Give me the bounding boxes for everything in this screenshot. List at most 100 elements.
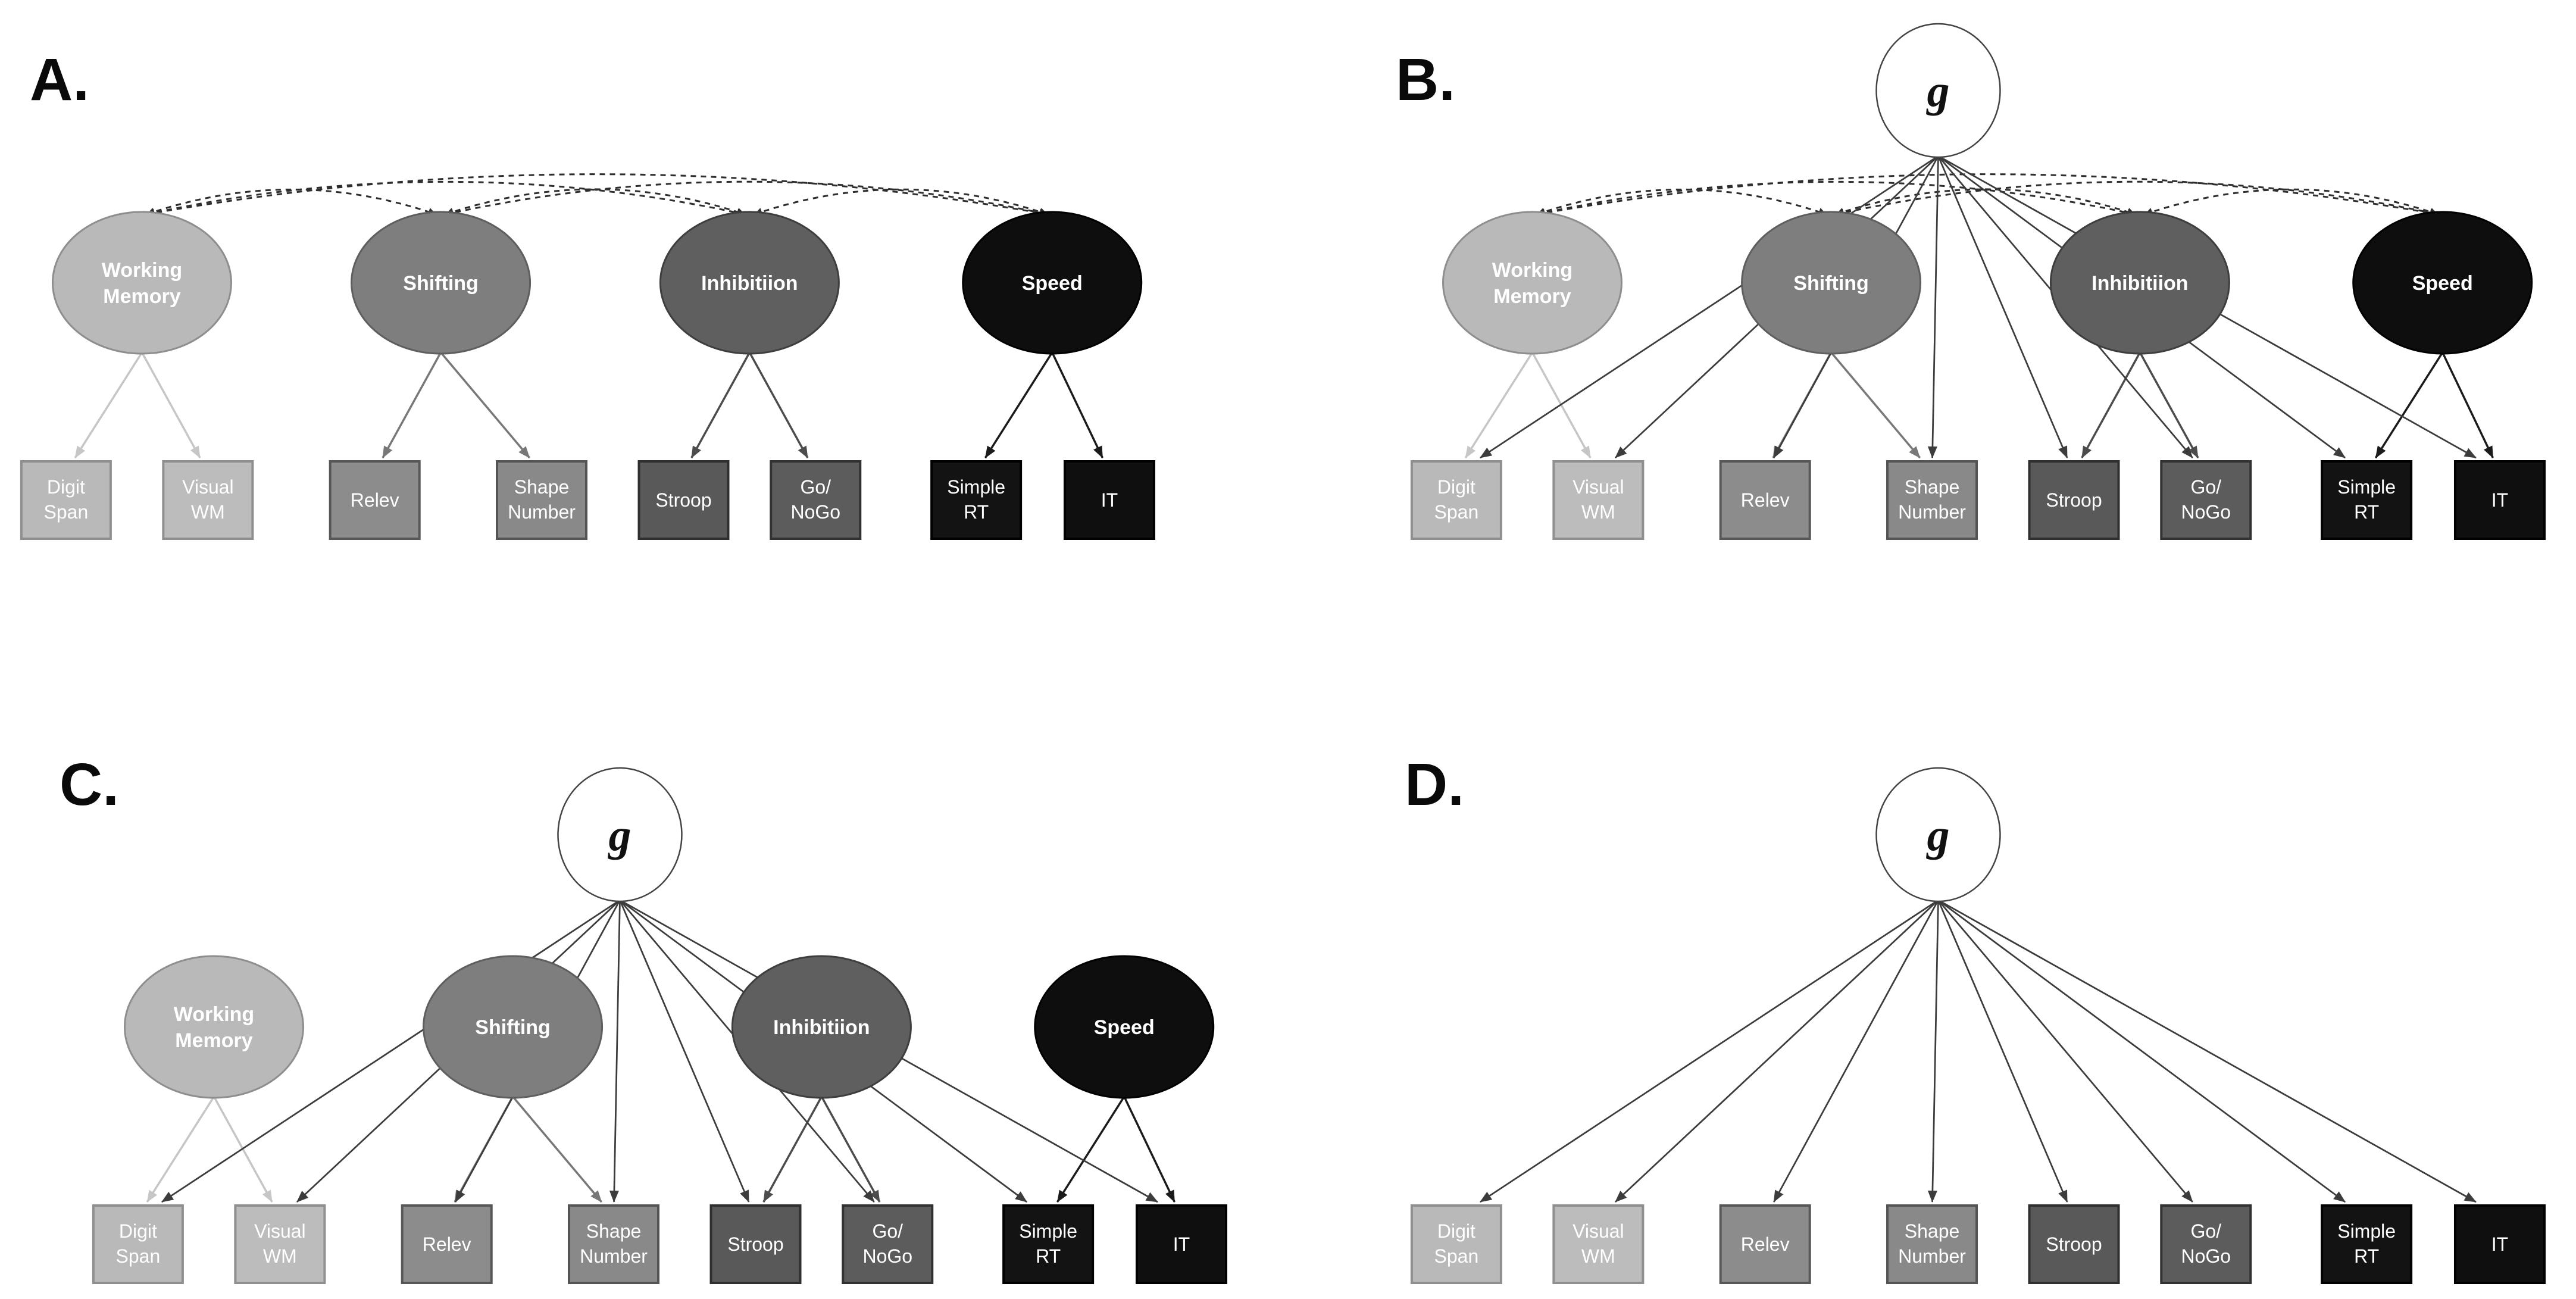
covariance-arc-working-memory-shifting [146, 188, 437, 216]
covariance-arc-working-memory-speed [146, 173, 1048, 217]
indicator-label-line: Simple [2337, 1220, 2396, 1242]
indicator-label-it: IT [1101, 489, 1118, 511]
indicator-label-line: Shape [586, 1220, 642, 1242]
panel-label-c: C. [60, 751, 119, 818]
g-path-to-relev [1773, 900, 1939, 1203]
indicator-label-line: Shape [1905, 1220, 1960, 1242]
indicator-label-stroop: Stroop [727, 1234, 783, 1255]
loading-working-memory-to-digit-span [74, 352, 143, 458]
loading-working-memory-to-digit-span [1464, 352, 1533, 458]
latent-factor-inhibitiion: Inhibitiion [731, 955, 912, 1099]
indicator-label-line: Relev [1741, 489, 1790, 511]
indicator-label-line: Shape [1905, 476, 1960, 498]
indicator-label-go-nogo: Go/NoGo [2181, 476, 2231, 523]
g-label: g [1925, 66, 1949, 116]
indicator-box-visual-wm [162, 460, 254, 540]
indicator-label-line: Span [1434, 501, 1479, 523]
indicator-label-line: Digit [119, 1220, 157, 1242]
indicator-label-line: Number [1898, 501, 1966, 523]
indicator-label-it: IT [2491, 1234, 2508, 1255]
covariance-arc-shifting-speed [1836, 180, 2439, 217]
indicator-label-line: Simple [2337, 476, 2396, 498]
indicator-go-nogo: Go/NoGo [2160, 1204, 2252, 1284]
indicator-box-simple-rt [1002, 1204, 1095, 1284]
indicator-box-visual-wm [234, 1204, 326, 1284]
loading-inhibitiion-to-stroop [2081, 352, 2141, 458]
indicator-label-relev: Relev [1741, 489, 1790, 511]
g-path-to-stroop [1937, 155, 2068, 458]
latent-label-line: Working [1492, 259, 1573, 282]
g-path-to-stroop [619, 900, 750, 1203]
latent-ellipse-speed [2352, 211, 2533, 355]
latent-ellipse-inhibitiion [731, 955, 912, 1099]
latent-label-line: Speed [1022, 272, 1083, 295]
latent-label-line: Working [102, 259, 182, 282]
indicator-label-line: NoGo [862, 1245, 912, 1267]
latent-label-line: Inhibitiion [773, 1016, 870, 1039]
latent-label-speed: Speed [1094, 1016, 1155, 1039]
panel-label-a: A. [30, 46, 89, 113]
latent-label-line: Memory [1493, 285, 1571, 308]
indicator-label-stroop: Stroop [655, 489, 711, 511]
g-factor: g [1875, 23, 2001, 158]
indicator-label-line: RT [964, 501, 989, 523]
indicator-label-line: NoGo [790, 501, 840, 523]
loading-inhibitiion-to-stroop [762, 1096, 823, 1203]
indicator-box-stroop [709, 1204, 802, 1284]
indicator-label-line: Visual [182, 476, 234, 498]
indicator-box-shape-number [496, 460, 588, 540]
latent-ellipse-inhibitiion [2049, 211, 2230, 355]
indicator-label-line: Digit [1437, 1220, 1475, 1242]
latent-factor-inhibitiion: Inhibitiion [2049, 211, 2230, 355]
indicator-it: IT [1135, 1204, 1227, 1284]
loading-speed-to-simple-rt [1056, 1096, 1126, 1203]
latent-ellipse-shifting [1741, 211, 1922, 355]
indicator-box-shape-number [568, 1204, 660, 1284]
g-label: g [607, 810, 631, 860]
indicator-label-line: RT [2354, 501, 2379, 523]
indicator-label-line: Go/ [800, 476, 831, 498]
g-factor: g [557, 767, 683, 903]
indicator-label-relev: Relev [351, 489, 399, 511]
indicator-label-line: Go/ [872, 1220, 903, 1242]
indicator-label-line: Span [44, 501, 89, 523]
loading-shifting-to-shape-number [1830, 351, 1921, 459]
indicator-box-go-nogo [2160, 1204, 2252, 1284]
indicator-box-it [1135, 1204, 1227, 1284]
indicator-label-it: IT [1173, 1234, 1190, 1255]
latent-factor-inhibitiion: Inhibitiion [659, 211, 840, 355]
g-path-to-digit-span [1480, 155, 1939, 459]
covariance-arc-working-memory-inhibitiion [1537, 180, 2136, 217]
indicator-box-visual-wm [1552, 460, 1645, 540]
loading-shifting-to-shape-number [440, 351, 531, 459]
covariance-arc-inhibitiion-speed [754, 188, 1048, 216]
loading-speed-to-it [1123, 1096, 1176, 1203]
indicator-box-visual-wm [1552, 1204, 1645, 1284]
indicator-box-stroop [2028, 460, 2120, 540]
g-path-to-visual-wm [1614, 899, 1939, 1203]
indicator-box-shape-number [1886, 460, 1978, 540]
indicator-go-nogo: Go/NoGo [2160, 460, 2252, 540]
indicator-label-line: Stroop [2046, 1234, 2102, 1255]
indicator-label-line: Number [1898, 1245, 1966, 1267]
latent-ellipse-speed [962, 211, 1143, 355]
indicator-label-line: WM [263, 1245, 297, 1267]
